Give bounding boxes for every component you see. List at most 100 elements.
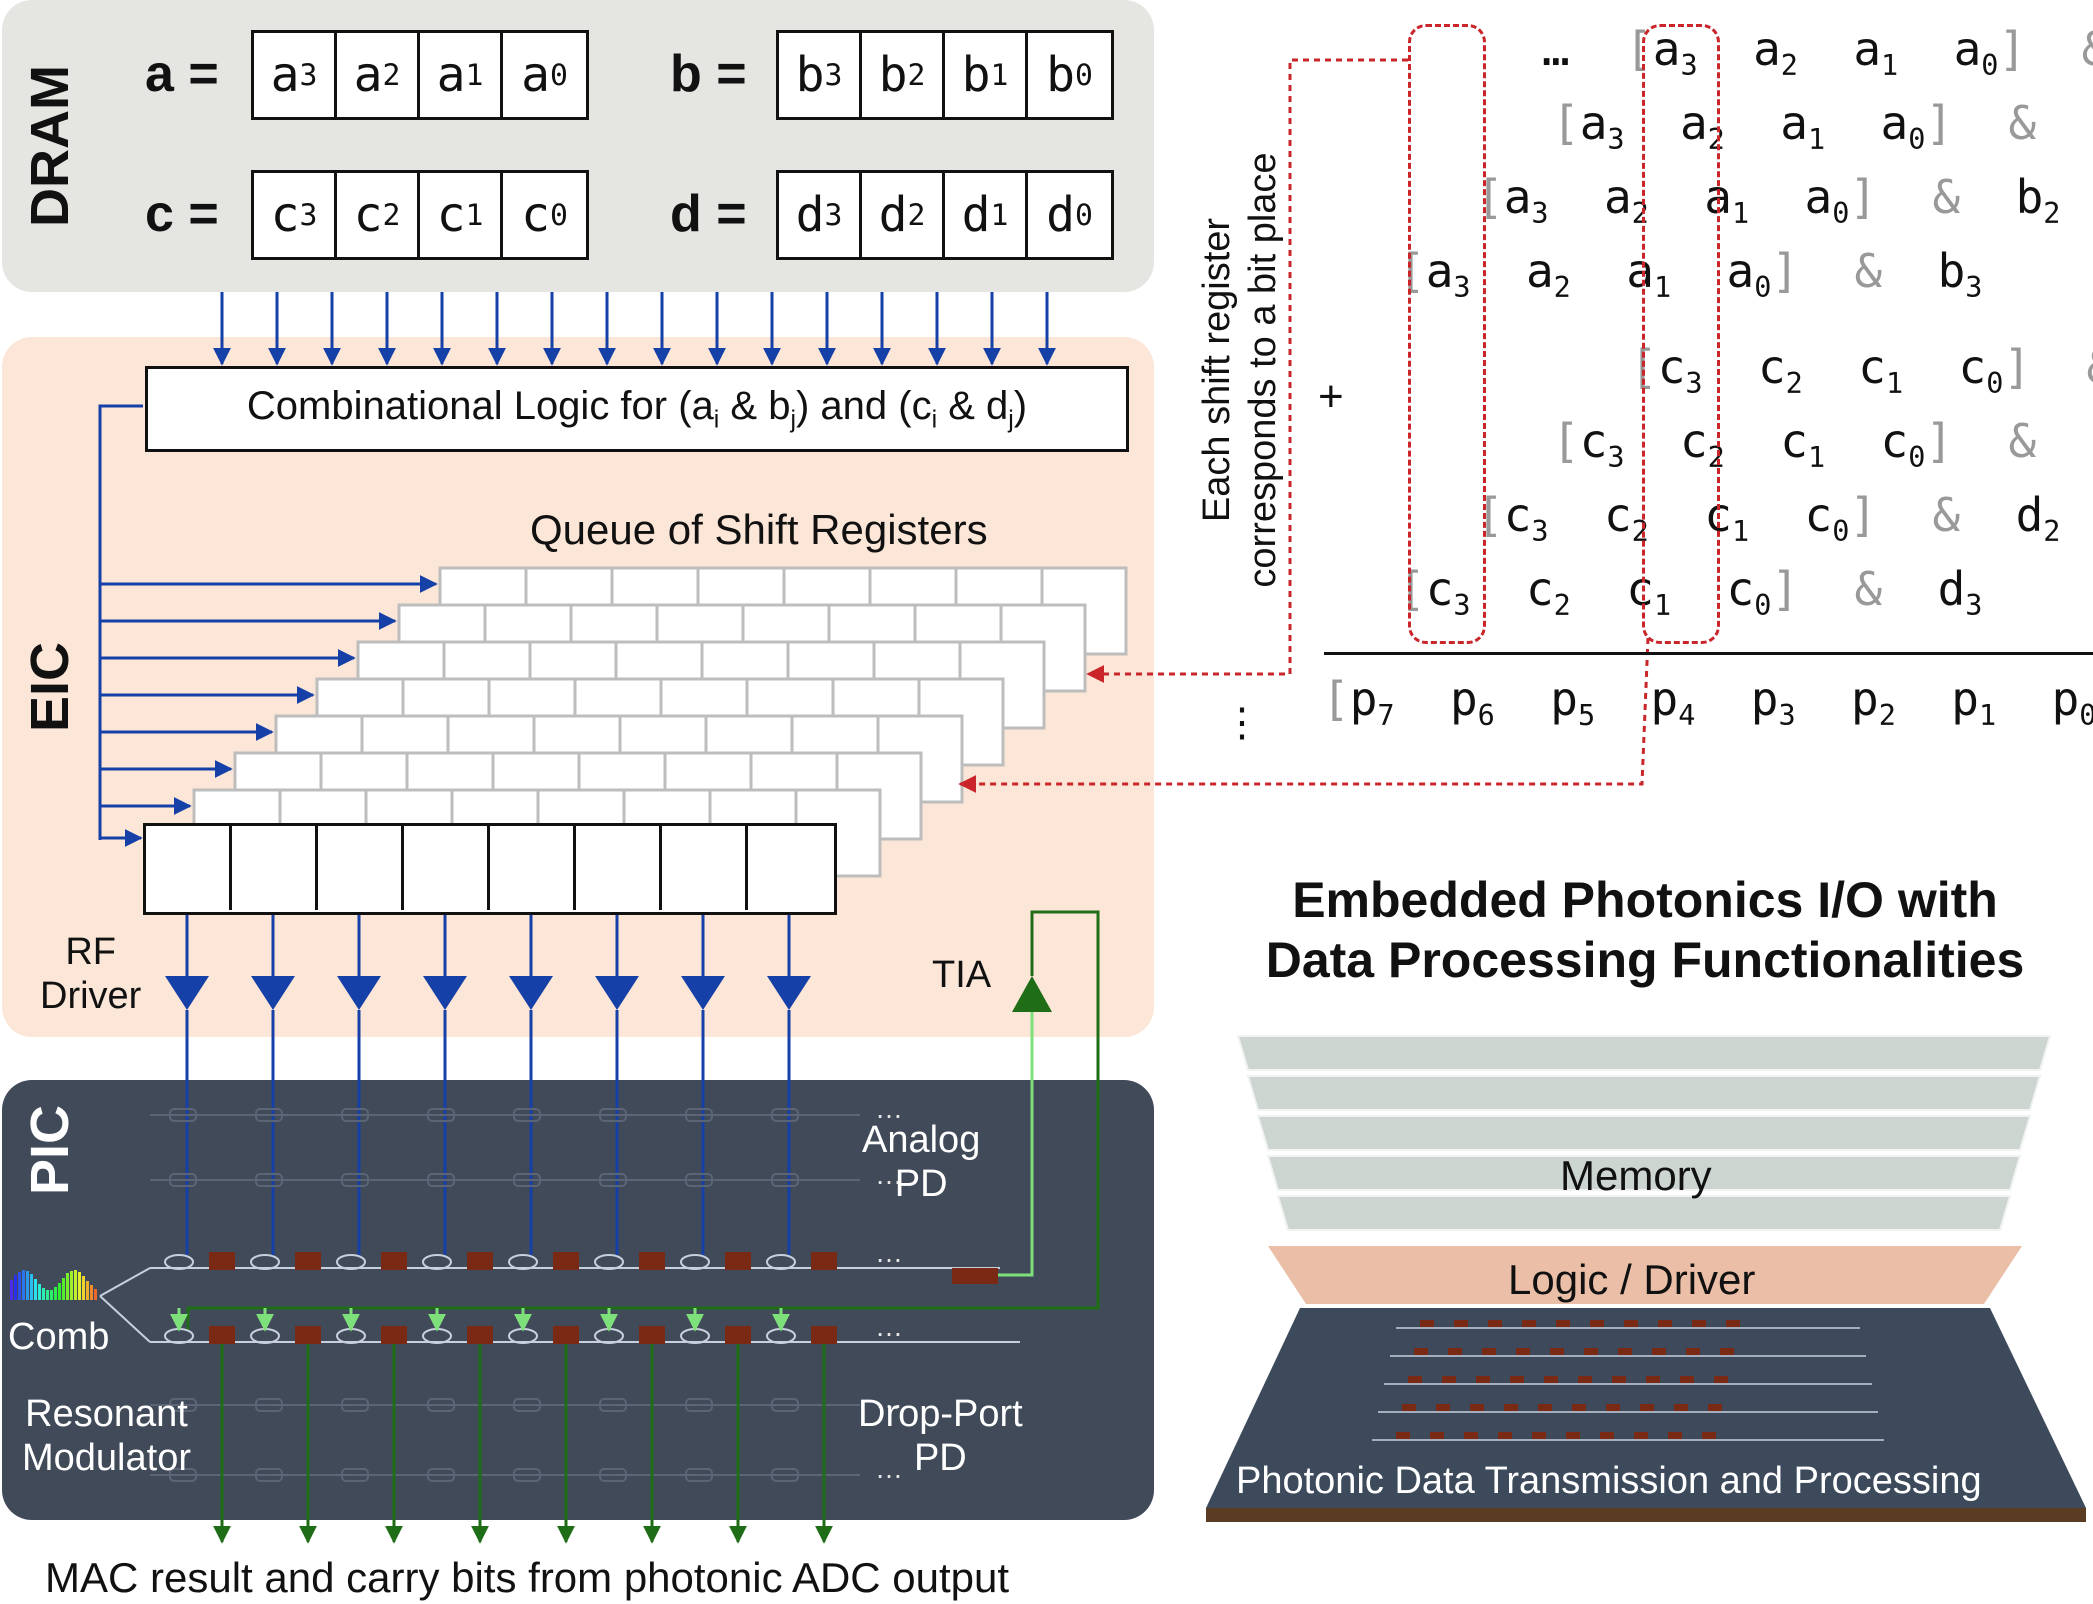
photonic-pad — [1572, 1404, 1586, 1411]
front-register-cell — [748, 826, 834, 910]
logic-driver-layer-label: Logic / Driver — [1508, 1256, 1756, 1303]
annotation-connector-lower — [958, 637, 1650, 793]
faint-ring — [255, 1108, 283, 1122]
vector-element: p5 — [1550, 672, 1596, 732]
vector-element: a0 — [1804, 170, 1850, 230]
and-operator: & — [1932, 488, 1961, 542]
drop-port-pd-pad — [553, 1326, 579, 1344]
vector-element: a0 — [1880, 96, 1926, 156]
drop-port-pd-label: Drop-Port PD — [858, 1392, 1023, 1480]
bracket: [ — [1398, 562, 1426, 616]
modulator-pad — [467, 1252, 493, 1270]
photonic-pad — [1402, 1404, 1416, 1411]
front-register-cell — [318, 826, 404, 910]
comb-line — [34, 1279, 37, 1300]
drop-port-pd-pad — [467, 1326, 493, 1344]
sum-line — [1324, 652, 2093, 655]
vector-element: a0 — [1953, 22, 1999, 82]
photonic-pad — [1436, 1404, 1450, 1411]
faint-ring — [255, 1398, 283, 1412]
bit-place-highlight-left — [1408, 24, 1486, 644]
rf-driver-triangle — [509, 976, 553, 1010]
resonant-ring — [250, 1328, 280, 1344]
pic-ellipsis: … — [875, 1093, 903, 1124]
photonic-pad — [1408, 1376, 1422, 1383]
comb-to-drop-waveguide — [99, 1295, 151, 1343]
vector-element: c0 — [1958, 340, 2004, 400]
faint-ring — [341, 1108, 369, 1122]
vector-element: c3 — [1657, 340, 1703, 400]
comb-label: Comb — [8, 1316, 110, 1358]
resonant-ring — [164, 1328, 194, 1344]
vector-element: p3 — [1750, 672, 1796, 732]
analog-pd-line2: PD — [894, 1163, 948, 1205]
row-prefix: … — [1542, 22, 1570, 76]
vector-element: p4 — [1650, 672, 1696, 732]
drop-port-pd-pad — [381, 1326, 407, 1344]
photonic-pad — [1674, 1404, 1688, 1411]
photonic-pad — [1454, 1320, 1468, 1327]
vector-element: a1 — [1626, 244, 1672, 304]
photonic-pad — [1692, 1320, 1706, 1327]
modulator-pad — [381, 1252, 407, 1270]
rf-driver-triangle — [251, 976, 295, 1010]
faint-ring — [341, 1398, 369, 1412]
vector-element: c2 — [1757, 340, 1803, 400]
memory-layer-label: Memory — [1560, 1152, 1712, 1199]
resonant-ring — [250, 1254, 280, 1270]
register-a-name: a = — [145, 45, 219, 103]
and-operator: & — [1854, 244, 1883, 298]
comb-line — [74, 1270, 77, 1300]
vector-element: p2 — [1851, 672, 1896, 732]
vector-element: c0 — [1804, 488, 1850, 548]
vector-element: c2 — [1603, 488, 1649, 548]
pic-ellipsis: … — [875, 1311, 903, 1342]
faint-ring — [599, 1398, 627, 1412]
faint-ring — [599, 1173, 627, 1187]
and-operator: & — [2086, 340, 2093, 394]
comb-to-waveguide — [99, 1267, 151, 1297]
bracket: ] — [1849, 488, 1878, 542]
photonic-pad — [1420, 1320, 1434, 1327]
photonic-pad — [1522, 1320, 1536, 1327]
comb-line — [94, 1289, 97, 1300]
register-b-name: b = — [670, 45, 747, 103]
comb-line — [50, 1290, 53, 1300]
rf-driver-triangle — [165, 976, 209, 1010]
faint-ring — [169, 1108, 197, 1122]
comb-line — [26, 1271, 29, 1300]
photonic-layer-label: Photonic Data Transmission and Processin… — [1236, 1460, 1982, 1502]
faint-ring — [169, 1398, 197, 1412]
resonant-ring — [766, 1328, 796, 1344]
vector-element: p1 — [1951, 672, 1997, 732]
faint-ring — [685, 1108, 713, 1122]
photonic-pad — [1584, 1348, 1598, 1355]
analog-pd-pad — [952, 1268, 998, 1284]
and-operator: & — [1854, 562, 1883, 616]
modulator-pad — [639, 1252, 665, 1270]
partial-product-row: [a3 a2 a1 a0] & b2 — [1476, 170, 2060, 230]
resonant-ring — [336, 1254, 366, 1270]
photonic-pad — [1498, 1432, 1512, 1439]
vector-element: c0 — [1880, 414, 1926, 474]
comb-line — [58, 1283, 61, 1300]
faint-ring — [427, 1173, 455, 1187]
comb-line — [30, 1274, 33, 1300]
rf-driver-triangle — [423, 976, 467, 1010]
resonant-modulator-line2: Modulator — [22, 1437, 191, 1479]
rf-driver-line2: Driver — [40, 975, 142, 1017]
pic-ellipsis: … — [875, 1383, 903, 1414]
rf-driver-triangle — [595, 976, 639, 1010]
faint-ring — [599, 1108, 627, 1122]
front-register-cell — [662, 826, 748, 910]
faint-ring — [513, 1108, 541, 1122]
and-operator: & — [2008, 96, 2037, 150]
result-ellipsis: ⋮ — [1222, 700, 1262, 746]
